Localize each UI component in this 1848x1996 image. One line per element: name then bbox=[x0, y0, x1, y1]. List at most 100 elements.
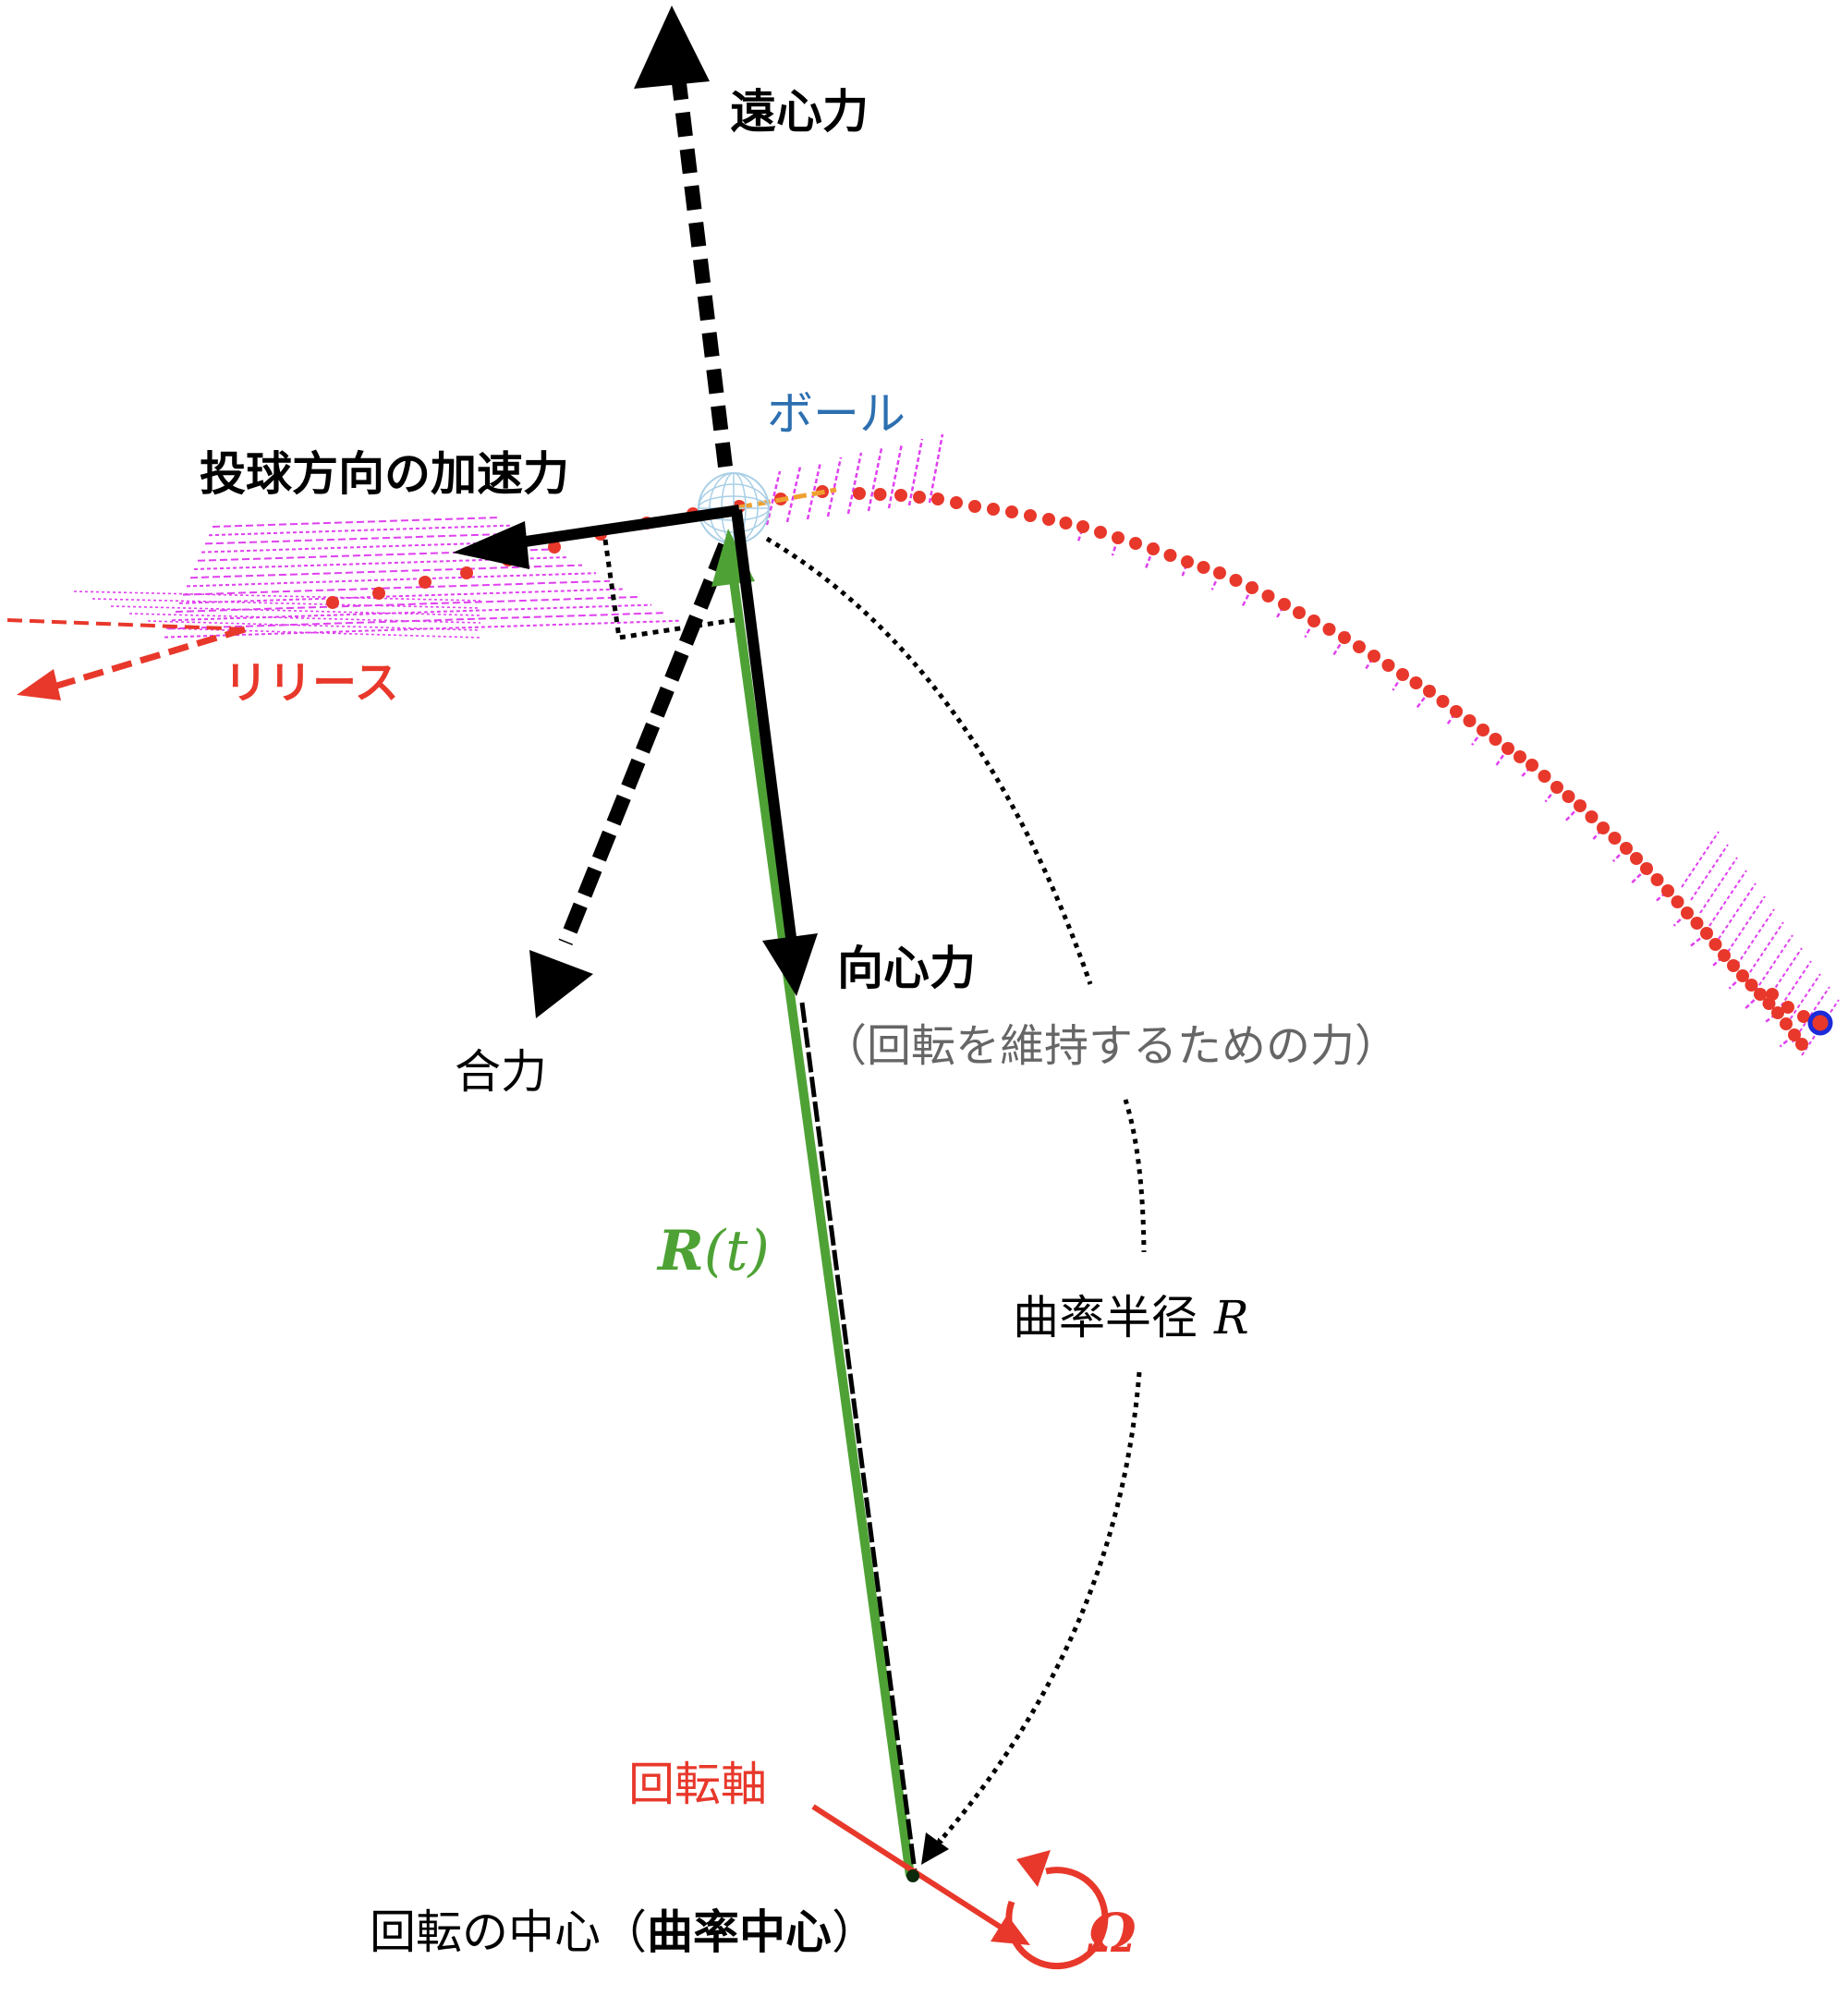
trail-line bbox=[186, 572, 597, 588]
trajectory-dot bbox=[1736, 969, 1749, 982]
trajectory-dot bbox=[1640, 862, 1653, 875]
hatch-line bbox=[1755, 934, 1793, 992]
trajectory-dot bbox=[1197, 561, 1210, 574]
throw-acceleration-label: 投球方向の加速力 bbox=[200, 447, 569, 501]
trajectory-dot bbox=[1650, 873, 1664, 886]
centrifugal-force-label: 遠心力 bbox=[730, 85, 869, 139]
trajectory-dot bbox=[1436, 695, 1450, 708]
trajectory-dot bbox=[1163, 549, 1177, 562]
release-direction-arrow bbox=[49, 626, 247, 691]
release-arrowhead bbox=[17, 669, 61, 700]
hatch-line bbox=[1688, 928, 1713, 948]
hatch-line bbox=[1331, 631, 1349, 658]
hatch-line bbox=[846, 452, 863, 515]
trajectory-dot bbox=[1754, 988, 1767, 1001]
trail-line bbox=[212, 517, 500, 528]
release-label: リリース bbox=[224, 657, 399, 709]
hatch-line bbox=[1782, 973, 1821, 1030]
trajectory-dot bbox=[1788, 1028, 1801, 1041]
trajectory-dot bbox=[1690, 917, 1704, 930]
hatch-line bbox=[785, 466, 802, 523]
curvature-arc-middle bbox=[1123, 1099, 1147, 1253]
rotation-center-label: 回転の中心（曲率中心） bbox=[370, 1905, 878, 1959]
centripetal-arrowhead bbox=[762, 933, 818, 996]
omega-label: Ω bbox=[1087, 1902, 1137, 1965]
trajectory-dot bbox=[1771, 1006, 1784, 1019]
trajectory-dot bbox=[1526, 759, 1538, 772]
trail-line bbox=[197, 548, 555, 562]
hatch-line bbox=[826, 456, 843, 517]
trajectory-dot bbox=[548, 541, 561, 554]
trajectory-dot bbox=[1423, 685, 1436, 698]
trail-line bbox=[167, 612, 666, 630]
curvature-arrowhead bbox=[921, 1832, 949, 1865]
trajectory-dot bbox=[1246, 581, 1258, 594]
trajectory-end-point bbox=[1807, 1010, 1833, 1036]
trail-line bbox=[171, 603, 652, 622]
trajectory-dot bbox=[1094, 526, 1107, 539]
hatch-line bbox=[1699, 857, 1738, 914]
hatch-line bbox=[1745, 921, 1784, 979]
trajectory-dot bbox=[1514, 750, 1526, 763]
trajectory-dot bbox=[1661, 884, 1674, 897]
trajectory-dot bbox=[1293, 606, 1306, 619]
centripetal-force-label: 向心力 bbox=[837, 942, 976, 995]
hatch-line bbox=[1736, 908, 1775, 966]
trajectory-dot bbox=[1147, 542, 1160, 555]
hatch-line bbox=[1727, 895, 1766, 953]
trail-line bbox=[164, 619, 680, 639]
trajectory-dot bbox=[460, 566, 473, 579]
trajectory-dot bbox=[1574, 799, 1587, 812]
trajectory-dot bbox=[1381, 659, 1395, 672]
hatch-line bbox=[1718, 882, 1757, 940]
trajectory-dot bbox=[1229, 574, 1243, 587]
centrifugal-force-arrow bbox=[672, 82, 733, 468]
hatch-line bbox=[1708, 870, 1747, 927]
trail-line bbox=[201, 540, 541, 554]
trajectory-dot bbox=[1718, 949, 1731, 962]
trajectory-dot bbox=[1059, 517, 1073, 529]
centrifugal-arrowhead bbox=[634, 6, 710, 89]
hatch-line bbox=[1743, 989, 1767, 1011]
omega-arrowhead bbox=[1016, 1850, 1051, 1887]
trajectory-dot bbox=[1450, 705, 1463, 718]
trail-line bbox=[147, 620, 481, 631]
trajectory-dot bbox=[1630, 852, 1643, 865]
trajectory-dot bbox=[873, 488, 887, 501]
trail-line bbox=[73, 590, 481, 602]
hatch-line bbox=[887, 443, 904, 509]
radius-vector-label: R(t) bbox=[656, 1219, 770, 1284]
resultant-arrowhead bbox=[529, 950, 593, 1018]
trajectory-dot bbox=[1368, 650, 1380, 663]
trajectory-dot bbox=[1538, 770, 1551, 783]
trail-line bbox=[178, 588, 625, 604]
throw-acceleration-arrowhead bbox=[453, 521, 529, 569]
trajectory-dot bbox=[968, 500, 981, 513]
trajectory-dot bbox=[1278, 598, 1291, 611]
trajectory-dot bbox=[372, 587, 385, 600]
trajectory-dot bbox=[1024, 509, 1037, 522]
trail-line bbox=[91, 598, 481, 609]
hatch-line bbox=[765, 470, 782, 526]
trajectory-dot bbox=[931, 493, 944, 505]
trajectory-dot bbox=[1477, 724, 1489, 736]
trajectory-dot bbox=[987, 503, 1000, 516]
trajectory-dot bbox=[1745, 979, 1758, 992]
radius-vector-line bbox=[728, 572, 915, 1877]
hatch-line bbox=[1563, 799, 1586, 823]
centripetal-extension-dashed bbox=[799, 1002, 918, 1872]
trail-line bbox=[189, 564, 583, 579]
trail-line bbox=[182, 579, 611, 596]
trajectory-dot bbox=[1322, 623, 1336, 636]
trajectory-dot bbox=[1338, 631, 1351, 644]
trajectory-dot bbox=[1005, 505, 1018, 518]
ball-label: ボール bbox=[767, 387, 906, 441]
trajectory-dot bbox=[1076, 520, 1089, 533]
rotation-axis-line bbox=[811, 1804, 1009, 1934]
trajectory-dot bbox=[1112, 531, 1125, 544]
trajectory-dot bbox=[326, 596, 339, 609]
trajectory-dot bbox=[950, 496, 963, 509]
trajectory-dot bbox=[1797, 1010, 1810, 1023]
